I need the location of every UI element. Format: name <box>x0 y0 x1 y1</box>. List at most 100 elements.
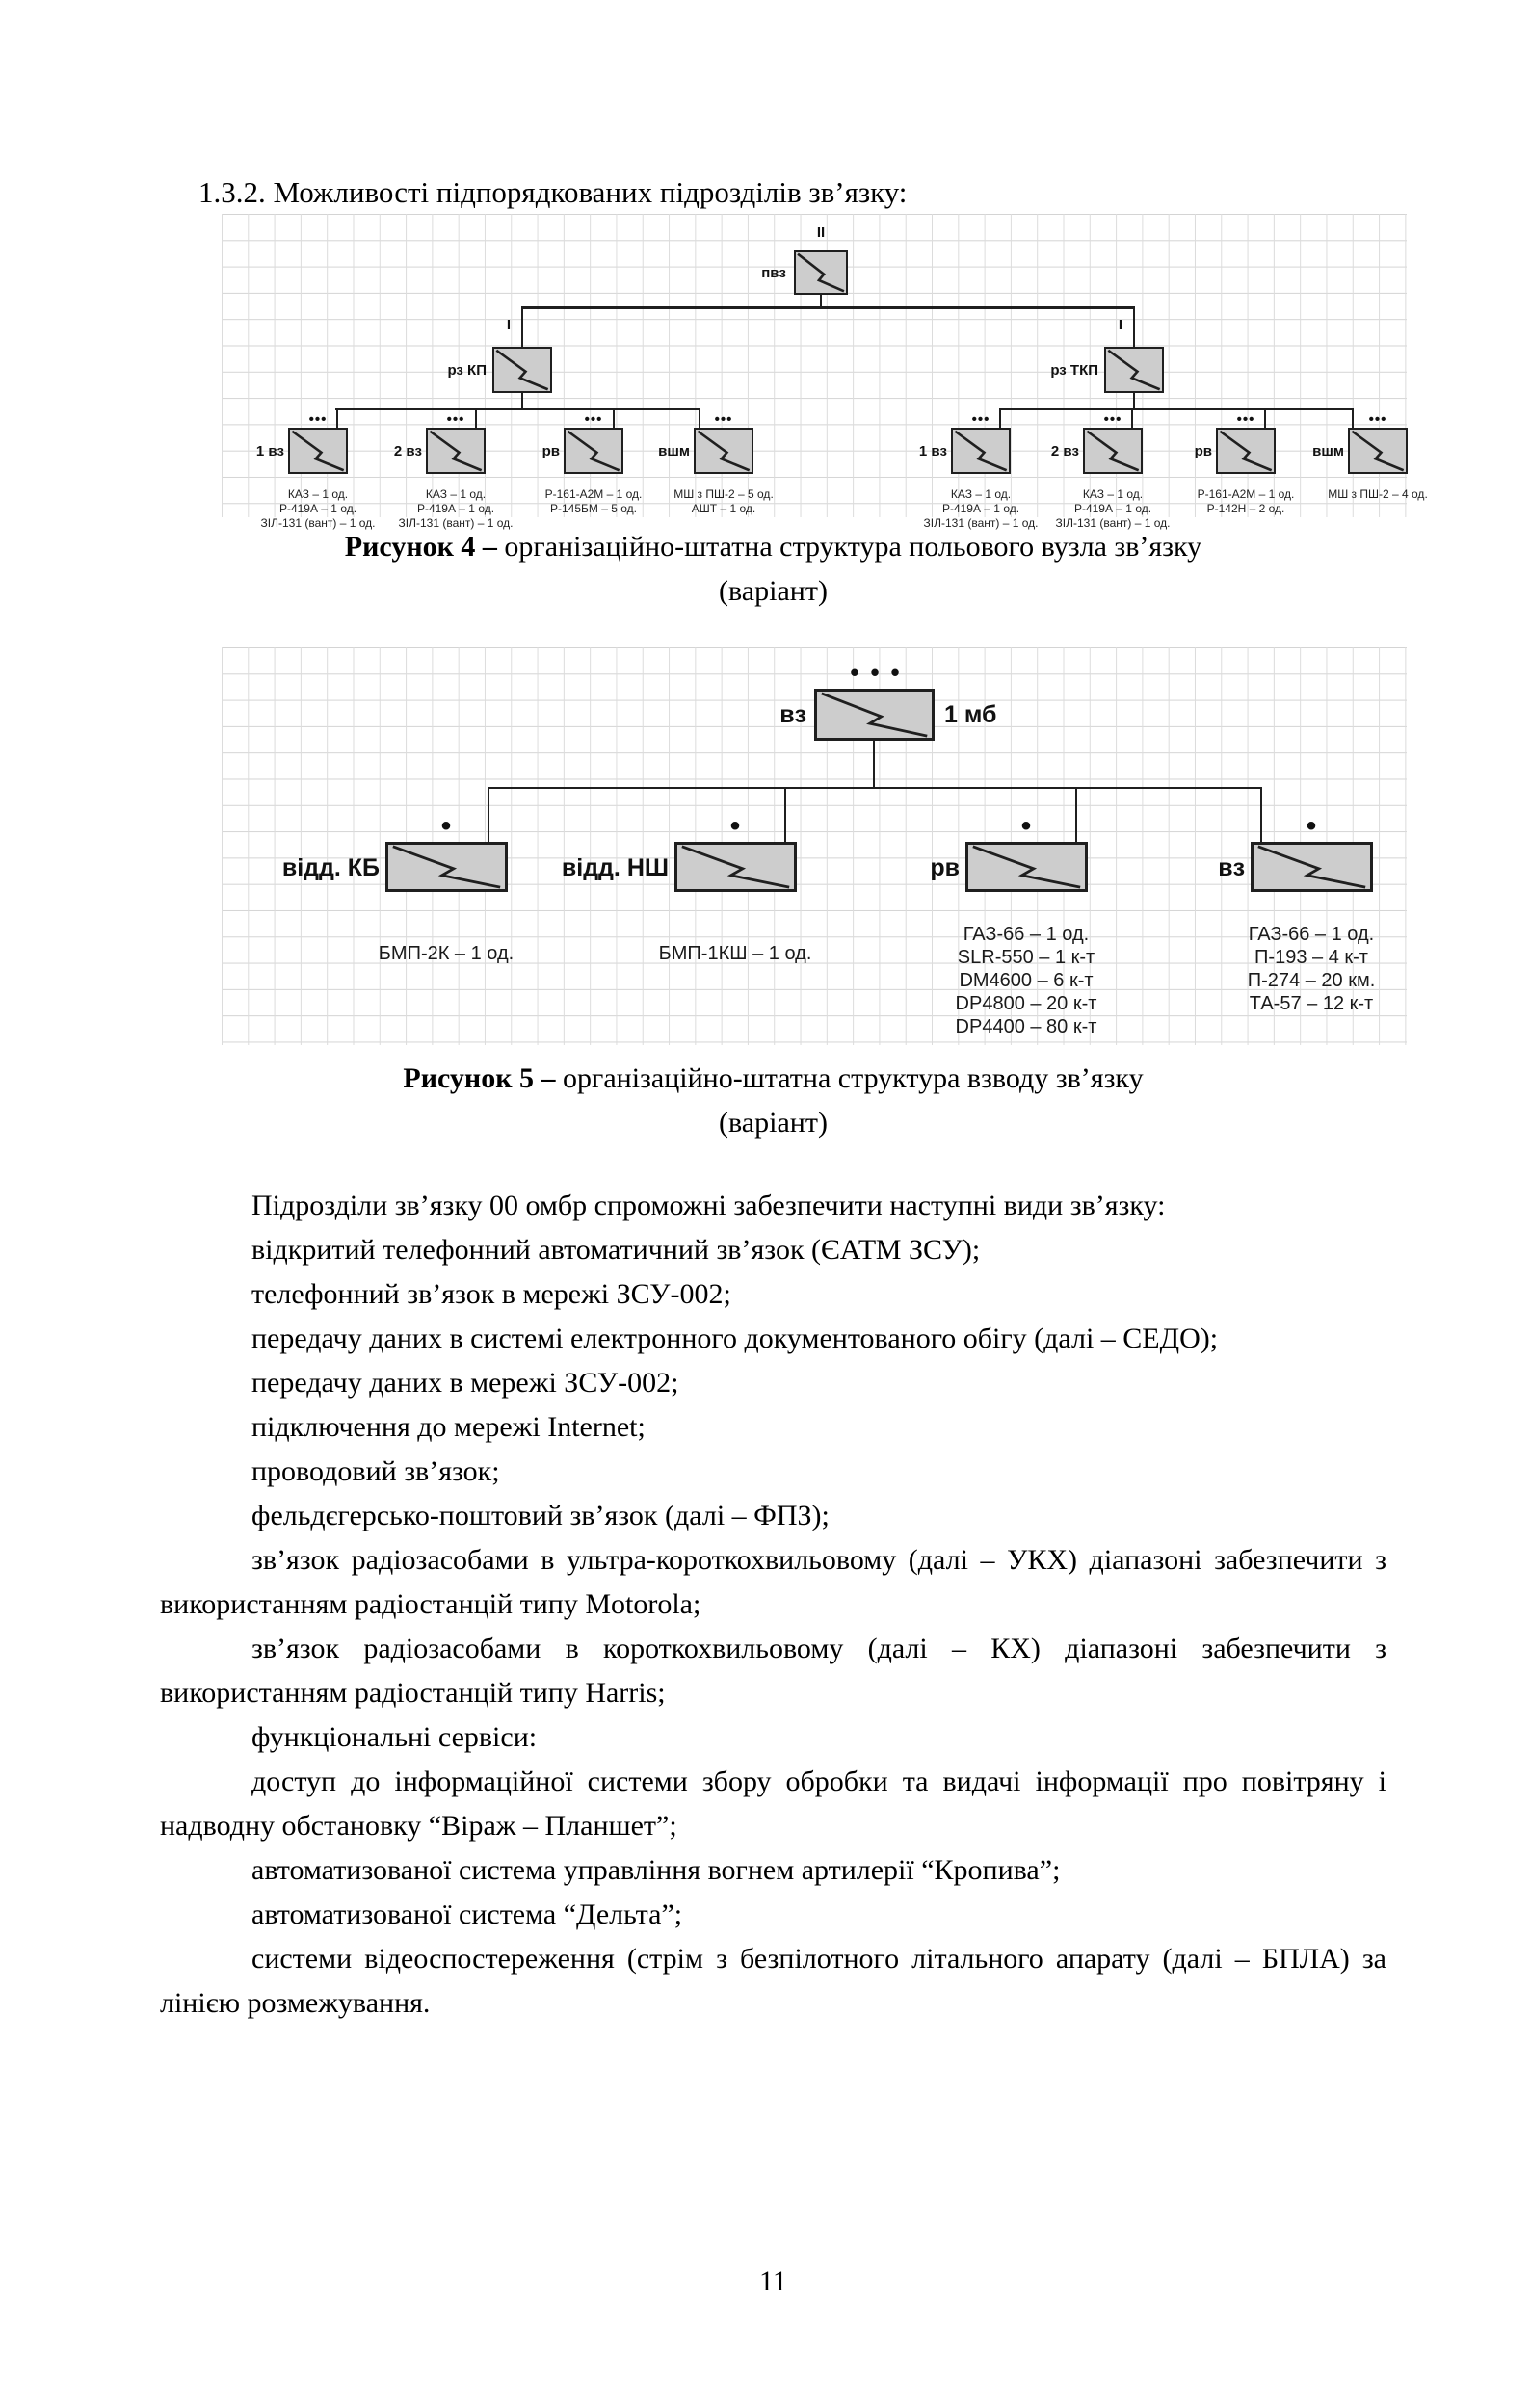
page-number: 11 <box>759 2265 787 2297</box>
connector-line <box>1075 789 1077 842</box>
equipment-line: ТА-57 – 12 к-т <box>1249 993 1374 1014</box>
connector-line <box>1131 410 1133 428</box>
connector-line <box>873 741 875 787</box>
signal-flash-icon <box>1085 430 1141 472</box>
unit-label: 1 мб <box>944 701 997 728</box>
figure-5-caption-text: організаційно-штатна структура взводу зв… <box>555 1062 1144 1094</box>
equipment-list: БМП-1КШ – 1 од. <box>620 942 851 965</box>
equipment-line: КАЗ – 1 од. <box>425 487 487 501</box>
signal-flash-icon <box>1106 349 1162 391</box>
connector-line <box>335 408 700 410</box>
echelon-mark: ••• <box>446 411 465 428</box>
unit-label: рз ТКП <box>1050 362 1098 379</box>
connector-line <box>999 408 1354 410</box>
signal-flash-icon <box>290 430 346 472</box>
signal-flash-icon <box>796 252 846 293</box>
equipment-line: Р-419А – 1 од. <box>1073 502 1152 515</box>
equipment-line: ЗІЛ-131 (вант) – 1 од. <box>923 516 1039 530</box>
echelon-mark: ••• <box>714 411 733 428</box>
equipment-line: КАЗ – 1 од. <box>1082 487 1144 501</box>
echelon-mark: I <box>506 317 512 333</box>
signal-flash-icon <box>566 430 621 472</box>
equipment-list: КАЗ – 1 од. Р-419А – 1 од. ЗІЛ-131 (вант… <box>369 487 542 531</box>
unit-label: відд. КБ <box>281 854 380 881</box>
unit-label: вшм <box>658 443 690 459</box>
equipment-list: Р-161-А2М – 1 од. Р-145БМ – 5 од. <box>507 487 680 516</box>
body-paragraph: системи відеоспостереження (стрім з безп… <box>160 1943 1386 2019</box>
equipment-line: DP4400 – 80 к-т <box>955 1016 1097 1037</box>
equipment-line: МШ з ПШ-2 – 4 од. <box>1328 487 1428 501</box>
body-paragraph: передачу даних в системі електронного до… <box>251 1322 1219 1354</box>
unit-label: відд. НШ <box>561 854 669 881</box>
equipment-line: Р-145БМ – 5 од. <box>550 502 637 515</box>
connector-line <box>521 393 523 408</box>
echelon-mark: • <box>440 810 452 842</box>
echelon-mark: I <box>1118 317 1123 333</box>
unit-label: вз <box>779 701 806 728</box>
equipment-line: Р-419А – 1 од. <box>416 502 495 515</box>
body-paragraph: телефонний зв’язок в мережі ЗСУ-002; <box>251 1278 731 1310</box>
connector-line <box>521 309 523 347</box>
equipment-line: КАЗ – 1 од. <box>287 487 349 501</box>
connector-line <box>1260 789 1262 842</box>
equipment-line: DP4800 – 20 к-т <box>955 993 1097 1014</box>
signal-flash-icon <box>953 430 1009 472</box>
connector-line <box>1264 410 1266 428</box>
figure-5-caption-variant: (варіант) <box>719 1107 828 1139</box>
signal-flash-icon <box>817 692 932 738</box>
equipment-line: ЗІЛ-131 (вант) – 1 од. <box>398 516 514 530</box>
figure-5-caption-number: Рисунок 5 – <box>403 1062 556 1094</box>
body-paragraph: функціональні сервіси: <box>251 1721 538 1753</box>
unit-label: рв <box>930 854 960 881</box>
unit-label: рв <box>1194 443 1212 459</box>
figure-4-caption: Рисунок 4 – організаційно-штатна структу… <box>160 525 1386 614</box>
equipment-line: АШТ – 1 од. <box>691 502 756 515</box>
equipment-line: ГАЗ-66 – 1 од. <box>1248 924 1375 945</box>
unit-box-rv <box>1216 428 1276 474</box>
equipment-list: Р-161-А2М – 1 од. Р-142Н – 2 од. <box>1159 487 1333 516</box>
figure-4-caption-number: Рисунок 4 – <box>344 531 497 563</box>
unit-box-vshm <box>694 428 753 474</box>
connector-line <box>699 410 700 428</box>
signal-flash-icon <box>388 845 505 889</box>
equipment-line: БМП-1КШ – 1 од. <box>658 943 812 964</box>
figure-4-caption-text: організаційно-штатна структура польового… <box>496 531 1202 563</box>
body-paragraph: фельдєгерсько-поштовий зв’язок (далі – Ф… <box>251 1500 830 1531</box>
unit-box-vidd-nsh <box>674 842 797 892</box>
connector-line <box>613 410 615 428</box>
equipment-line: П-193 – 4 к-т <box>1254 947 1368 968</box>
equipment-list: МШ з ПШ-2 – 5 од. АШТ – 1 од. <box>637 487 810 516</box>
equipment-list: КАЗ – 1 од. Р-419А – 1 од. ЗІЛ-131 (вант… <box>231 487 405 531</box>
body-text: Підрозділи зв’язку 00 омбр спроможні заб… <box>160 1184 1386 2026</box>
echelon-mark: ••• <box>584 411 603 428</box>
echelon-mark: ••• <box>1368 411 1387 428</box>
equipment-line: Р-161-А2М – 1 од. <box>544 487 643 501</box>
equipment-list: КАЗ – 1 од. Р-419А – 1 од. ЗІЛ-131 (вант… <box>894 487 1068 531</box>
unit-label: вз <box>1218 854 1245 881</box>
signal-flash-icon <box>428 430 484 472</box>
body-paragraph: автоматизованої система “Дельта”; <box>251 1898 683 1930</box>
signal-flash-icon <box>1254 845 1370 889</box>
unit-label: 2 вз <box>393 443 422 459</box>
unit-label: 2 вз <box>1050 443 1079 459</box>
figure-4-caption-variant: (варіант) <box>719 575 828 607</box>
unit-label: пвз <box>761 265 786 281</box>
echelon-mark: II <box>816 224 826 241</box>
body-paragraph: зв’язок радіозасобами в короткохвильовом… <box>160 1633 1386 1709</box>
echelon-mark: • <box>729 810 741 842</box>
connector-line <box>1133 309 1135 347</box>
signal-flash-icon <box>677 845 794 889</box>
connector-line <box>1352 410 1354 428</box>
unit-box-vidd-kb <box>385 842 508 892</box>
equipment-line: П-274 – 20 км. <box>1247 970 1376 991</box>
unit-box-rz-tkp <box>1104 347 1164 393</box>
equipment-line: DM4600 – 6 к-т <box>959 970 1094 991</box>
echelon-mark: • <box>1020 810 1032 842</box>
body-paragraph: передачу даних в мережі ЗСУ-002; <box>251 1367 679 1399</box>
equipment-list: ГАЗ-66 – 1 од. SLR-550 – 1 к-т DM4600 – … <box>911 923 1142 1038</box>
signal-flash-icon <box>1350 430 1406 472</box>
figure-4-org-chart: II пвз I рз КП I рз ТКП ••• <box>222 214 1428 530</box>
equipment-line: Р-419А – 1 од. <box>278 502 357 515</box>
unit-box-1vz <box>951 428 1011 474</box>
figure-5-org-chart: ••• вз 1 мб • • • • відд. КБ відд. НШ рв… <box>222 647 1407 1045</box>
